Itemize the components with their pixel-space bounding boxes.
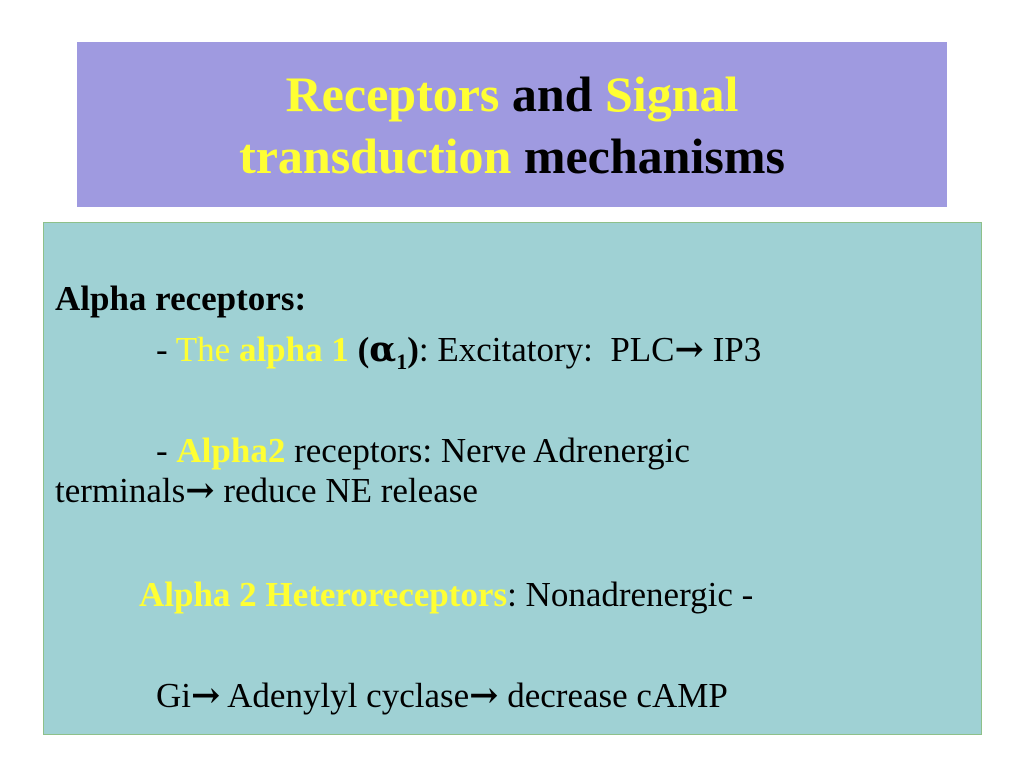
arrow-right-icon: → [185,470,215,511]
arrow-right-icon: → [674,329,704,370]
alpha1-name: alpha 1 [238,330,349,369]
title-receptors: Receptors [285,65,500,122]
alpha2-line-1: - Alpha2 receptors: Nerve Adrenergic [156,431,690,471]
gi-part2: Adenylyl cyclase [220,676,470,715]
slide-title-line-1: Receptors and Signal [286,63,739,125]
title-signal: Signal [605,65,739,122]
title-mechanisms: mechanisms [511,127,785,184]
gi-line: Gi→ Adenylyl cyclase→ decrease cAMP [156,676,728,716]
slide-title-line-2: transduction mechanisms [239,125,785,187]
alpha1-dash: - [156,330,176,369]
gi-part1: Gi [156,676,191,715]
alpha2-line-2: terminals→ reduce NE release [55,471,478,511]
alpha1-paren-close: ) [407,330,419,369]
gi-part3: decrease cAMP [498,676,728,715]
alpha2-rest: receptors: Nerve Adrenergic [285,431,690,470]
hetero-rest: : Nonadrenergic - [507,575,754,614]
hetero-name: Alpha 2 Heteroreceptors [139,575,508,614]
title-and: and [499,65,605,122]
alpha2-terminals: terminals [55,471,186,510]
alpha2-name: Alpha2 [176,431,286,470]
arrow-right-icon: → [469,675,499,716]
alpha1-line: - The alpha 1 (α1): Excitatory: PLC→ IP3 [156,329,762,373]
title-transduction: transduction [239,127,512,184]
alpha1-paren-open: ( [348,330,370,369]
hetero-line: Alpha 2 Heteroreceptors: Nonadrenergic - [139,575,753,615]
slide-title-box: Receptors and Signal transduction mechan… [77,42,947,207]
content-heading: Alpha receptors: [55,279,307,318]
alpha2-dash: - [156,431,177,470]
alpha1-after-arrow: IP3 [703,330,762,369]
slide-content-box: Alpha receptors: - The alpha 1 (α1): Exc… [43,222,982,735]
arrow-right-icon: → [191,675,221,716]
alpha-symbol: α [369,329,397,370]
alpha1-the: The [175,330,239,369]
alpha1-rest: : Excitatory: PLC [418,330,675,369]
alpha2-line2-end: reduce NE release [214,471,478,510]
alpha1-subscript: 1 [396,349,408,374]
